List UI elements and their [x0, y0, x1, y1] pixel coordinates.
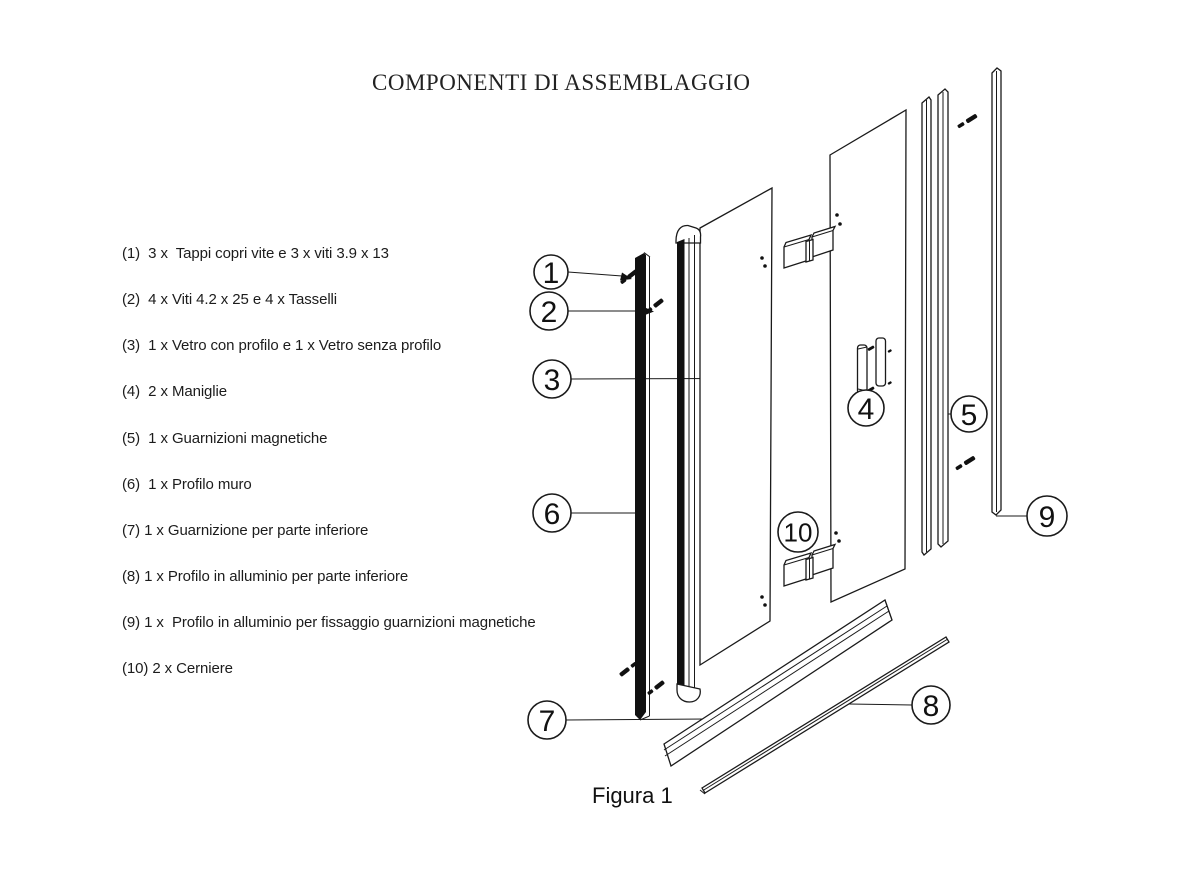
callout-3-circle — [532, 359, 572, 399]
callout-6-number: 6 — [544, 498, 561, 531]
left-glass-panel — [699, 186, 773, 667]
callout-7-leader — [565, 718, 708, 721]
callout-3: 3 — [532, 359, 572, 399]
callout-9-number: 9 — [1039, 501, 1056, 534]
bottom-aluminium-profile — [699, 636, 950, 795]
callout-1-number: 1 — [543, 257, 560, 290]
parts-list-item-4: (4) 2 x Maniglie — [122, 383, 228, 400]
magnetic-gasket-strip-a — [921, 96, 932, 556]
callout-4: 4 — [847, 389, 885, 427]
callout-1: 1 — [533, 254, 569, 290]
magnet-fixing-profile — [991, 67, 1002, 516]
callout-9: 9 — [1026, 495, 1068, 537]
callout-2-circle — [529, 291, 569, 331]
screw-top-left-b — [646, 298, 664, 313]
screw-mid-right — [955, 456, 976, 471]
callout-1-circle — [533, 254, 569, 290]
screw-top-left-a — [620, 269, 638, 284]
door-hinge-profile — [675, 224, 702, 703]
callout-2-number: 2 — [541, 296, 558, 329]
parts-list-item-6: (6) 1 x Profilo muro — [122, 476, 252, 493]
callout-9-circle — [1026, 495, 1068, 537]
parts-list-item-8: (8) 1 x Profilo in alluminio per parte i… — [122, 568, 409, 585]
callout-8-number: 8 — [923, 690, 940, 723]
callout-10-circle — [777, 511, 819, 553]
parts-list-item-3: (3) 1 x Vetro con profilo e 1 x Vetro se… — [122, 337, 442, 354]
parts-list-item-10: (10) 2 x Cerniere — [122, 660, 233, 677]
callout-8: 8 — [911, 685, 951, 725]
callout-8-circle — [911, 685, 951, 725]
callout-6-circle — [532, 493, 572, 533]
parts-list-item-7: (7) 1 x Guarnizione per parte inferiore — [122, 522, 369, 539]
callout-1-leader — [567, 271, 623, 277]
parts-list-item-1: (1) 3 x Tappi copri vite e 3 x viti 3.9 … — [122, 245, 389, 262]
callout-5-number: 5 — [961, 399, 978, 432]
glass-hole-dots — [760, 213, 842, 607]
callout-10: 10 — [777, 511, 819, 553]
screw-top-right — [957, 114, 978, 129]
callout-7: 7 — [527, 700, 567, 740]
screw-bottom-left-b — [647, 680, 665, 695]
callout-10-number: 10 — [784, 518, 813, 548]
bottom-gasket-profile — [663, 599, 893, 768]
callout-4-number: 4 — [858, 393, 875, 426]
right-glass-panel — [829, 108, 907, 604]
callout-7-number: 7 — [539, 705, 556, 738]
callout-7-circle — [527, 700, 567, 740]
parts-list-item-9: (9) 1 x Profilo in alluminio per fissagg… — [122, 614, 536, 631]
magnetic-gasket-strip-b — [937, 88, 949, 548]
bottom-hinge — [783, 543, 837, 587]
callout-6: 6 — [532, 493, 572, 533]
parts-list-item-5: (5) 1 x Guarnizioni magnetiche — [122, 430, 328, 447]
page-title: COMPONENTI DI ASSEMBLAGGIO — [372, 70, 751, 95]
callout-2: 2 — [529, 291, 569, 331]
callout-4-circle — [847, 389, 885, 427]
callout-8-leader — [848, 703, 913, 706]
figure-caption: Figura 1 — [592, 783, 673, 808]
screw-bottom-left-a — [619, 662, 637, 677]
wall-profile — [635, 252, 651, 721]
parts-list-item-2: (2) 4 x Viti 4.2 x 25 e 4 x Tasselli — [122, 291, 338, 308]
callout-1-arrowhead — [620, 272, 632, 281]
callout-5-circle — [950, 395, 988, 433]
callout-5: 5 — [950, 395, 988, 433]
callout-3-number: 3 — [544, 364, 561, 397]
top-hinge — [783, 225, 837, 269]
